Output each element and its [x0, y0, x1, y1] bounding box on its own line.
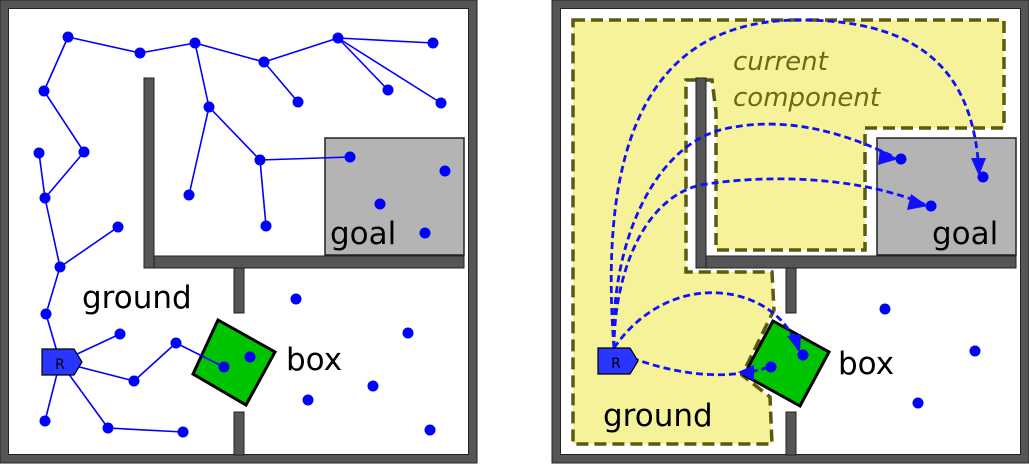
- arrow-to-box-side: [631, 356, 767, 377]
- left-interior-wall-vertical: [143, 77, 155, 269]
- sample-node: [402, 327, 414, 339]
- sample-node: [439, 165, 451, 177]
- left-interior-wall-stub-upper: [233, 267, 245, 314]
- tree-node: [134, 47, 146, 59]
- arrowhead: [787, 334, 801, 353]
- arrowhead: [971, 158, 986, 176]
- tree-node: [258, 56, 270, 68]
- tree-node: [427, 37, 439, 49]
- right-robot-label: R: [611, 356, 621, 372]
- right-box-label: box: [838, 346, 894, 382]
- tree-node: [39, 415, 51, 427]
- arrow-to-goal-top: [612, 122, 897, 349]
- right-panel: R current component goal box ground: [551, 0, 1029, 464]
- sample-node: [912, 397, 924, 409]
- right-connection-arrows: [609, 18, 981, 377]
- right-interior-wall-horizontal: [705, 255, 1017, 269]
- sample-node: [765, 361, 777, 373]
- tree-node: [292, 96, 304, 108]
- sample-node: [419, 227, 431, 239]
- arrow-to-goal-mid: [612, 177, 927, 349]
- component-label-line1: current: [733, 47, 829, 77]
- tree-node: [170, 337, 182, 349]
- right-goal-label: goal: [932, 216, 998, 252]
- arrowhead: [738, 365, 754, 381]
- left-ground-label: ground: [82, 280, 192, 316]
- tree-node: [260, 220, 272, 232]
- right-interior-wall-stub-upper: [785, 267, 797, 314]
- tree-node: [128, 375, 140, 387]
- tree-node: [39, 192, 51, 204]
- tree-node: [38, 85, 50, 97]
- left-robot: [41, 348, 83, 376]
- right-interior-wall-stub-lower: [785, 411, 797, 456]
- left-tree-nodes: [33, 31, 451, 438]
- sample-node: [969, 345, 981, 357]
- tree-node: [112, 221, 124, 233]
- right-outer-wall: [551, 0, 1029, 464]
- left-outer-wall: [0, 0, 478, 464]
- left-box: [191, 317, 278, 408]
- left-robot-label: R: [55, 357, 65, 373]
- current-component-region: [571, 18, 1006, 446]
- sample-node: [797, 349, 809, 361]
- tree-node: [183, 189, 195, 201]
- left-panel: R goal ground box: [0, 0, 478, 464]
- right-nodes: [765, 153, 989, 409]
- right-box: [741, 318, 832, 409]
- sample-node: [977, 171, 989, 183]
- tree-node: [114, 328, 126, 340]
- sample-node: [925, 200, 937, 212]
- tree-node: [203, 101, 215, 113]
- left-box-label: box: [286, 342, 342, 378]
- tree-node: [189, 37, 201, 49]
- tree-node: [177, 426, 189, 438]
- left-interior-wall-horizontal: [153, 255, 465, 269]
- left-interior-wall-stub-lower: [233, 411, 245, 456]
- tree-node: [102, 422, 114, 434]
- arrow-to-goal-far: [609, 18, 981, 349]
- tree-node: [344, 151, 356, 163]
- tree-node: [78, 146, 90, 158]
- sample-node: [879, 303, 891, 315]
- sample-node: [374, 198, 386, 210]
- sample-node: [290, 293, 302, 305]
- tree-node: [435, 97, 447, 109]
- sample-node: [895, 153, 907, 165]
- tree-node: [33, 147, 45, 159]
- sample-node: [424, 424, 436, 436]
- tree-node: [40, 308, 52, 320]
- tree-node: [244, 351, 256, 363]
- tree-node: [382, 84, 394, 96]
- right-ground-label: ground: [603, 398, 713, 434]
- tree-node: [254, 154, 266, 166]
- right-robot: [597, 347, 639, 375]
- arrow-to-box-top: [612, 291, 800, 351]
- right-arrowheads: [738, 149, 986, 381]
- sample-node: [302, 394, 314, 406]
- tree-node: [62, 31, 74, 43]
- arrowhead: [907, 194, 928, 210]
- tree-node: [54, 261, 66, 273]
- arrowhead: [878, 149, 898, 165]
- component-label-line2: component: [733, 83, 881, 113]
- tree-node: [218, 361, 230, 373]
- right-interior-wall-vertical: [695, 77, 707, 269]
- sample-node: [367, 380, 379, 392]
- tree-node: [332, 32, 344, 44]
- left-goal-label: goal: [330, 216, 396, 252]
